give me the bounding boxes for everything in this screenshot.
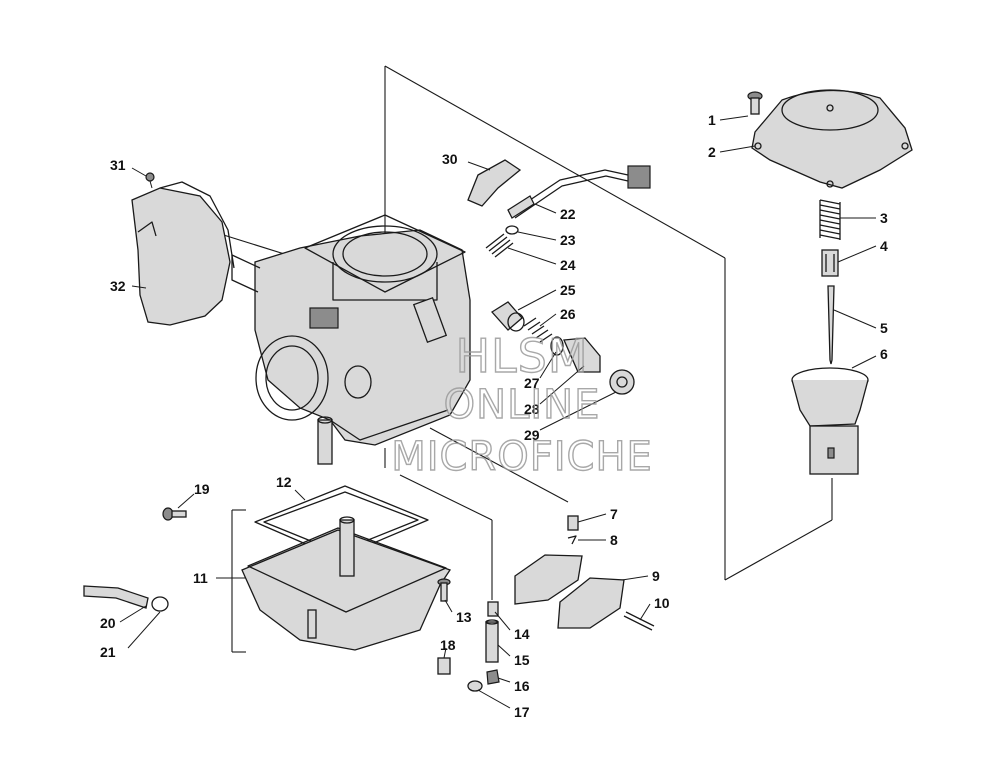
callout-1[interactable]: 1 (708, 112, 716, 128)
jet-16 (486, 669, 500, 685)
callout-labels: 1 2 3 4 5 6 7 8 9 10 11 12 13 14 15 16 1… (100, 112, 888, 720)
callout-16[interactable]: 16 (514, 678, 530, 694)
callout-3[interactable]: 3 (880, 210, 888, 226)
spring-24 (485, 233, 514, 258)
screw-13 (437, 578, 451, 602)
spring-3 (819, 199, 841, 240)
spring-26 (523, 317, 553, 343)
callout-30[interactable]: 30 (442, 151, 458, 167)
callout-31[interactable]: 31 (110, 157, 126, 173)
callout-23[interactable]: 23 (560, 232, 576, 248)
diaphragm-slide-6 (791, 367, 869, 475)
callout-18[interactable]: 18 (440, 637, 456, 653)
cover-32 (131, 181, 235, 326)
callout-5[interactable]: 5 (880, 320, 888, 336)
cap-29 (609, 369, 635, 395)
callout-11[interactable]: 11 (193, 570, 208, 586)
hose-20 (83, 585, 149, 609)
float-pin-10 (623, 611, 655, 631)
callout-25[interactable]: 25 (560, 282, 576, 298)
top-cap-2 (751, 89, 913, 189)
float-bowl-11 (241, 516, 452, 651)
callout-17[interactable]: 17 (514, 704, 530, 720)
clip-8 (567, 535, 577, 545)
screw-31 (145, 172, 155, 189)
callout-2[interactable]: 2 (708, 144, 716, 160)
callout-22[interactable]: 22 (560, 206, 576, 222)
float-9 (514, 554, 625, 629)
callout-12[interactable]: 12 (276, 474, 292, 490)
plug-18 (437, 657, 451, 675)
callout-13[interactable]: 13 (456, 609, 472, 625)
callout-19[interactable]: 19 (194, 481, 210, 497)
callout-7[interactable]: 7 (610, 506, 618, 522)
callout-21[interactable]: 21 (100, 644, 116, 660)
cable-22 (507, 165, 651, 219)
callout-10[interactable]: 10 (654, 595, 670, 611)
fitting-28 (563, 337, 601, 373)
callout-8[interactable]: 8 (610, 532, 618, 548)
watermark: HLSM ONLINE MICROFICHE (390, 328, 653, 480)
watermark-line-3: MICROFICHE (391, 434, 653, 480)
callout-4[interactable]: 4 (880, 238, 888, 254)
callout-14[interactable]: 14 (514, 626, 530, 642)
callout-26[interactable]: 26 (560, 306, 576, 322)
callout-15[interactable]: 15 (514, 652, 530, 668)
callout-20[interactable]: 20 (100, 615, 116, 631)
callout-28[interactable]: 28 (524, 401, 540, 417)
callout-24[interactable]: 24 (560, 257, 576, 273)
plunger-25 (491, 301, 525, 332)
screw-19 (162, 507, 187, 521)
needle-valve-7 (567, 515, 579, 531)
watermark-line-2: ONLINE (444, 382, 601, 428)
callout-6[interactable]: 6 (880, 346, 888, 362)
washer-23 (505, 225, 519, 235)
emulsion-tube-15 (485, 619, 499, 663)
jet-needle-5 (827, 285, 835, 365)
callout-29[interactable]: 29 (524, 427, 540, 443)
needle-retainer-4 (821, 249, 839, 277)
callout-9[interactable]: 9 (652, 568, 660, 584)
carburetor-body (231, 214, 471, 465)
watermark-line-1: HLSM (455, 329, 588, 383)
hose-30 (467, 159, 522, 207)
screw-1 (747, 91, 763, 115)
clamp-21 (151, 596, 169, 612)
jet-17 (467, 680, 483, 692)
callout-32[interactable]: 32 (110, 278, 126, 294)
callout-27[interactable]: 27 (524, 375, 540, 391)
leader-lines (119, 115, 877, 709)
o-ring-27 (550, 336, 564, 356)
jet-14 (487, 601, 499, 617)
